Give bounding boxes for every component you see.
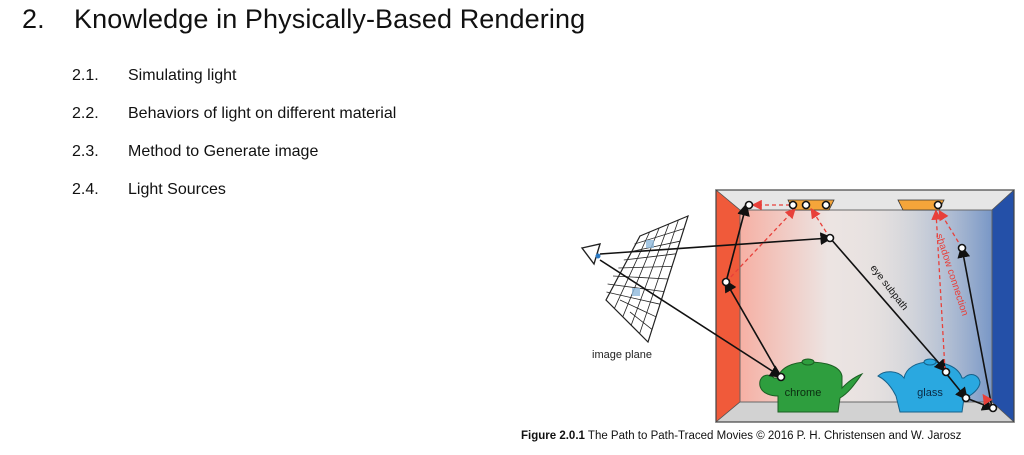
- subsection-item: 2.2. Behaviors of light on different mate…: [72, 104, 396, 142]
- box-outline: [715, 189, 1015, 423]
- subsection-number: 2.2.: [72, 105, 99, 122]
- figure-caption: Figure 2.0.1 The Path to Path-Traced Mov…: [521, 430, 961, 442]
- section-number: 2.: [22, 4, 45, 34]
- image-plane: image plane: [592, 214, 689, 361]
- subsection-title: Simulating light: [128, 67, 237, 84]
- glass-label: glass: [917, 387, 943, 399]
- section-heading: 2. Knowledge in Physically-Based Renderin…: [22, 4, 585, 35]
- figure-caption-text: The Path to Path-Traced Movies © 2016 P.…: [587, 430, 962, 442]
- subsection-item: 2.3. Method to Generate image: [72, 142, 396, 180]
- subsection-number: 2.4.: [72, 181, 99, 198]
- blue-wall: [991, 189, 1015, 423]
- subsection-title: Method to Generate image: [128, 143, 319, 160]
- chrome-label: chrome: [785, 387, 822, 399]
- glass-teapot: glass: [877, 358, 981, 413]
- red-wall: [715, 189, 741, 423]
- subsection-item: 2.4. Light Sources: [72, 180, 396, 218]
- chrome-teapot: chrome: [759, 358, 864, 413]
- subsection-title: Light Sources: [128, 181, 226, 198]
- subsection-item: 2.1. Simulating light: [72, 66, 396, 104]
- ceiling: [714, 189, 1015, 211]
- subsection-list: 2.1. Simulating light 2.2. Behaviors of li…: [72, 66, 396, 218]
- section-title: Knowledge in Physically-Based Rendering: [74, 4, 586, 34]
- eye-path: [599, 202, 995, 411]
- figure-caption-id: Figure 2.0.1: [521, 430, 585, 442]
- subsection-title: Behaviors of light on different material: [128, 105, 397, 122]
- subsection-number: 2.3.: [72, 143, 99, 160]
- image-plane-label: image plane: [592, 349, 652, 361]
- floor: [714, 401, 1015, 423]
- path-vertices: [721, 200, 998, 413]
- path-tracing-figure: chrome glass image plane: [580, 189, 1015, 423]
- eye-icon: [580, 243, 602, 266]
- subsection-number: 2.1.: [72, 67, 99, 84]
